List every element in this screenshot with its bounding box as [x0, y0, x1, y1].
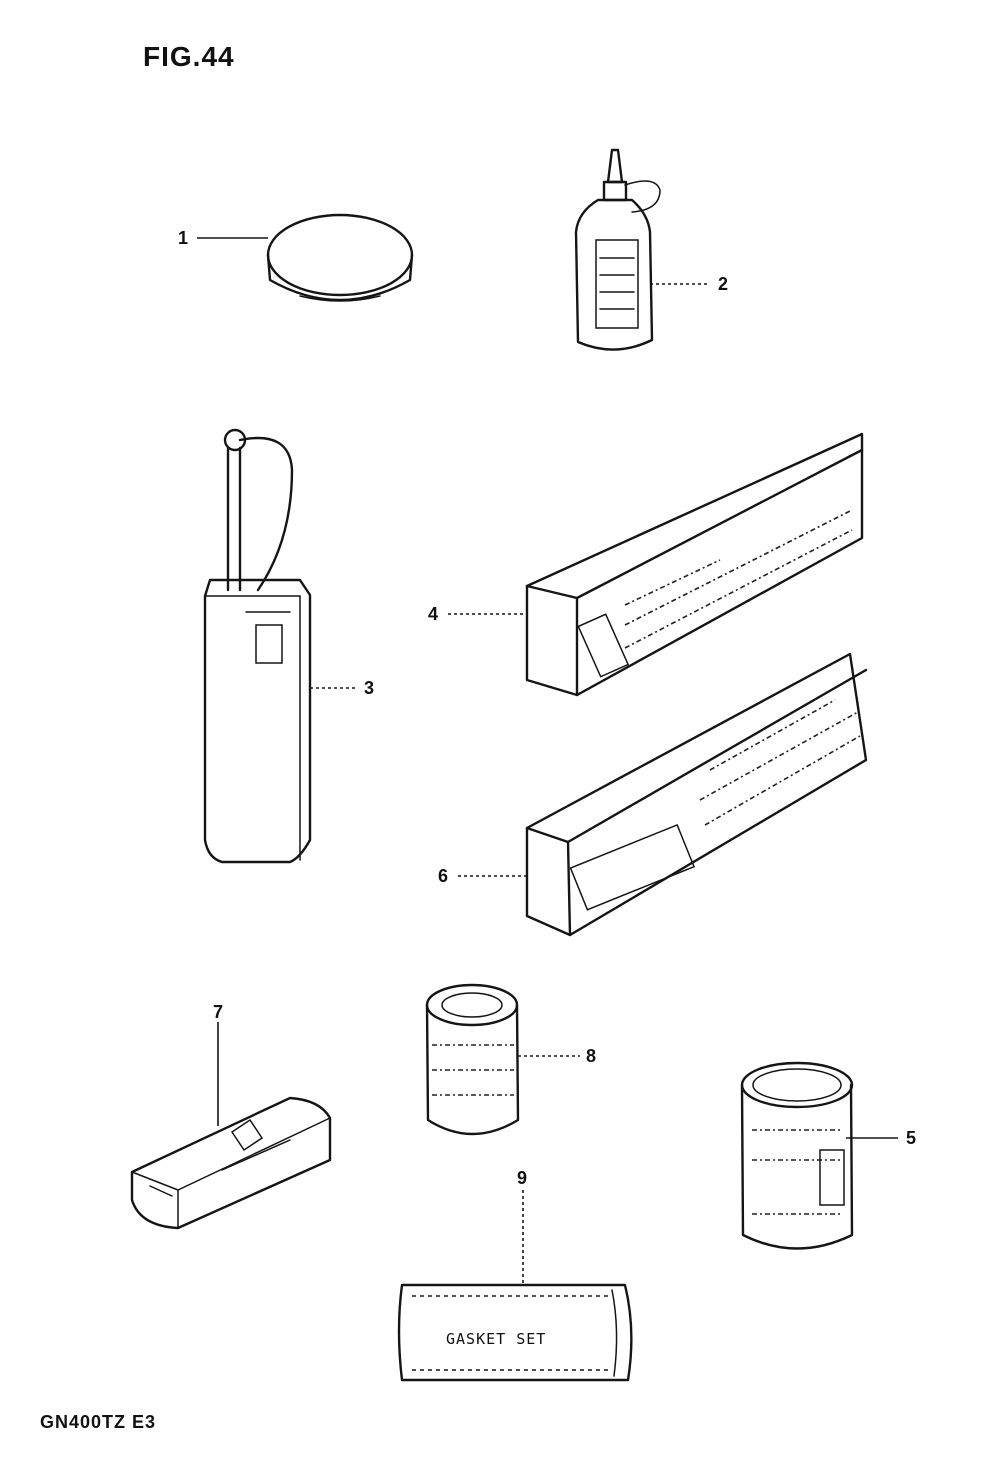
part-5-paint-can-icon[interactable]: [740, 1061, 854, 1250]
callout-5: 5: [906, 1128, 916, 1148]
part-7-touch-up-case-icon[interactable]: [130, 1096, 332, 1230]
part-4-bond-box-icon[interactable]: [525, 432, 864, 697]
callout-1: 1: [178, 228, 188, 248]
callout-4: 4: [428, 604, 438, 624]
figure-title: FIG.44: [143, 41, 235, 72]
callout-9: 9: [517, 1168, 527, 1188]
part-3-oil-can-icon[interactable]: [203, 428, 312, 864]
callout-3: 3: [364, 678, 374, 698]
callout-7: 7: [213, 1002, 223, 1022]
part-6-gasket-box-icon[interactable]: [525, 652, 868, 937]
part-8-small-can-icon[interactable]: [425, 983, 520, 1136]
part-2-oil-bottle-icon[interactable]: [574, 148, 661, 351]
gasket-set-label: GASKET SET: [446, 1330, 546, 1348]
callout-8: 8: [586, 1046, 596, 1066]
part-9-gasket-set-packet-icon[interactable]: [397, 1283, 633, 1382]
callout-6: 6: [438, 866, 448, 886]
part-1-grease-tin-icon[interactable]: [266, 213, 414, 302]
model-code: GN400TZ E3: [40, 1412, 156, 1432]
callout-2: 2: [718, 274, 728, 294]
